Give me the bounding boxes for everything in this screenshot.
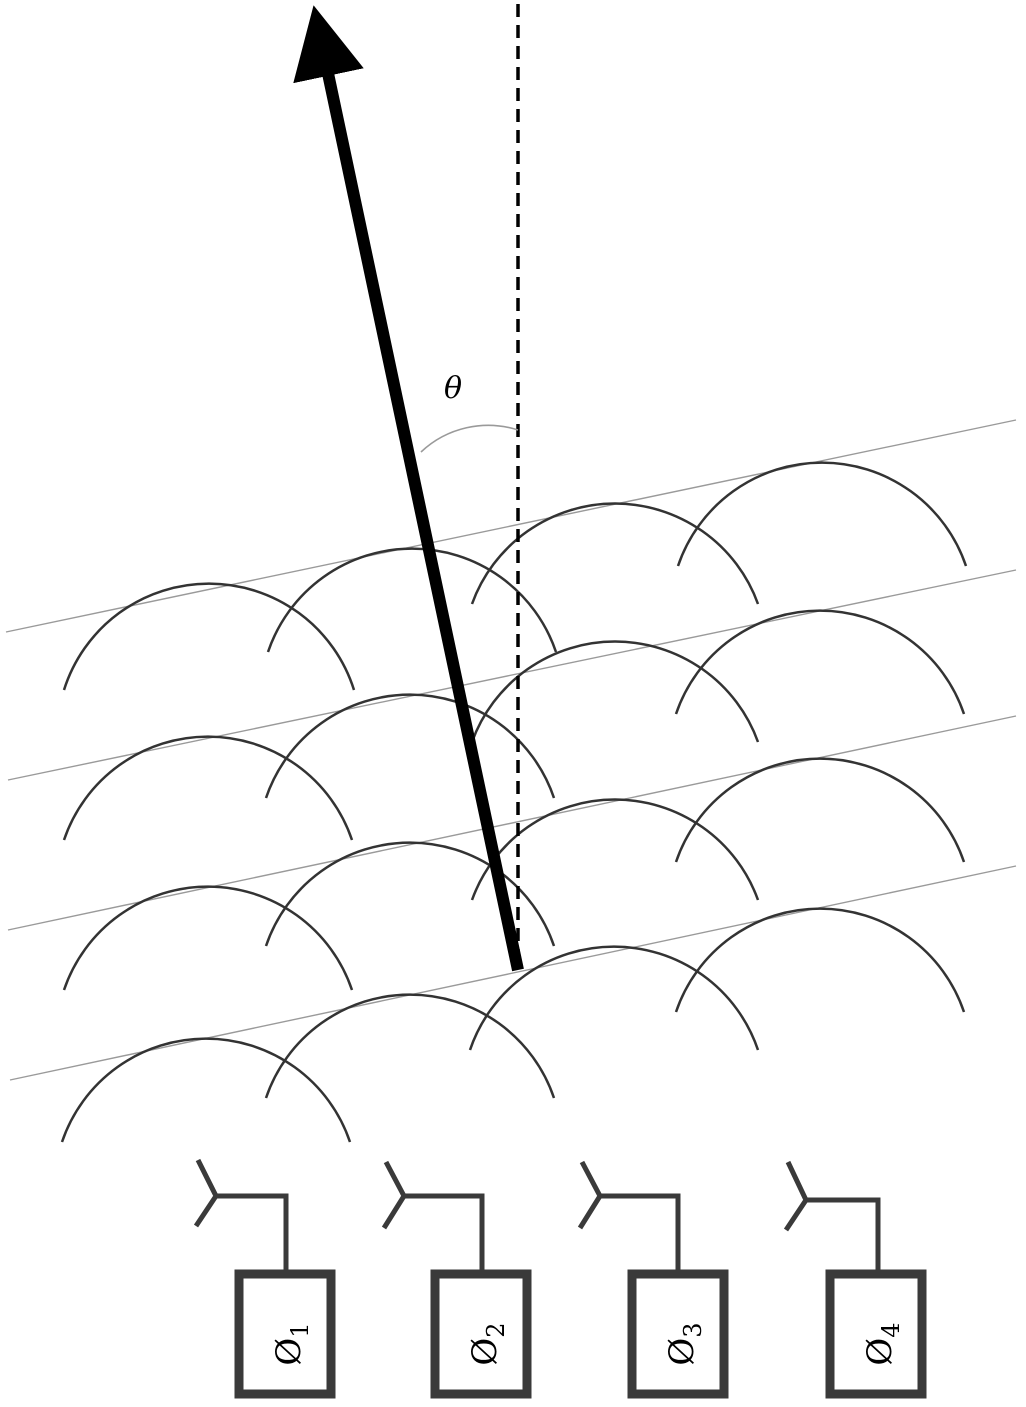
phase-shifter-box xyxy=(430,1269,532,1399)
angle-label: θ xyxy=(444,371,462,406)
antenna-icon xyxy=(577,1160,681,1270)
angle-arc xyxy=(420,424,519,453)
wavefront-arc xyxy=(266,547,558,653)
phase-index: 2 xyxy=(482,1322,510,1337)
wavefront-arc xyxy=(676,461,968,567)
beam-arrow xyxy=(293,5,524,972)
phase-shifter-3: Ø3 xyxy=(627,1269,729,1399)
phase-shifter-label: Ø2 xyxy=(465,1322,510,1365)
antenna-element-3 xyxy=(577,1160,681,1270)
phase-shifter-2: Ø2 xyxy=(430,1269,532,1399)
phase-index: 3 xyxy=(679,1322,707,1337)
wavefront-arc xyxy=(264,841,556,947)
phase-shifter-label: Ø4 xyxy=(860,1322,905,1365)
wavefront-arc xyxy=(470,640,760,743)
phase-front-line xyxy=(9,865,1017,1081)
wavefront-arc xyxy=(264,993,556,1099)
antenna-icon xyxy=(193,1158,289,1270)
phase-symbol: Ø xyxy=(662,1338,702,1366)
phase-symbol: Ø xyxy=(860,1338,900,1366)
antenna-element-1 xyxy=(193,1158,289,1270)
phase-shifter-box xyxy=(627,1269,729,1399)
antenna-element-4 xyxy=(783,1160,881,1270)
phase-front-line xyxy=(5,419,1017,633)
phase-shifter-box xyxy=(234,1269,336,1399)
phase-shifter-box xyxy=(825,1269,927,1399)
antenna-icon xyxy=(381,1160,485,1270)
phase-symbol: Ø xyxy=(465,1338,505,1366)
wavefront-arc xyxy=(62,582,356,691)
phase-fronts xyxy=(5,419,1017,1081)
wavefront-arc xyxy=(60,1037,352,1143)
phase-front-line xyxy=(7,569,1017,781)
phase-shifter-label: Ø1 xyxy=(269,1322,314,1365)
wavefront-arc xyxy=(674,609,966,715)
wavefront-arc xyxy=(674,757,966,863)
antenna-icon xyxy=(783,1160,881,1270)
antenna-element-2 xyxy=(381,1160,485,1270)
phase-symbol: Ø xyxy=(269,1338,309,1366)
phase-shifter-label: Ø3 xyxy=(662,1322,707,1365)
phase-shifter-1: Ø1 xyxy=(234,1269,336,1399)
phase-shifter-4: Ø4 xyxy=(825,1269,927,1399)
wavefront-arc xyxy=(470,502,760,605)
wavefront-arc xyxy=(470,798,760,901)
wavefront-arc xyxy=(62,885,354,991)
phase-index: 4 xyxy=(877,1322,905,1337)
phase-front-line xyxy=(7,715,1017,931)
wavefronts xyxy=(60,461,968,1143)
phase-shifters: Ø1 Ø2 Ø3 Ø4 xyxy=(234,1269,927,1399)
wavefront-arc xyxy=(674,907,966,1013)
phase-index: 1 xyxy=(286,1322,314,1337)
wavefront-arc xyxy=(264,693,556,799)
wavefront-arc xyxy=(62,735,354,841)
antenna-elements xyxy=(193,1158,881,1270)
wavefront-arc xyxy=(468,945,760,1051)
